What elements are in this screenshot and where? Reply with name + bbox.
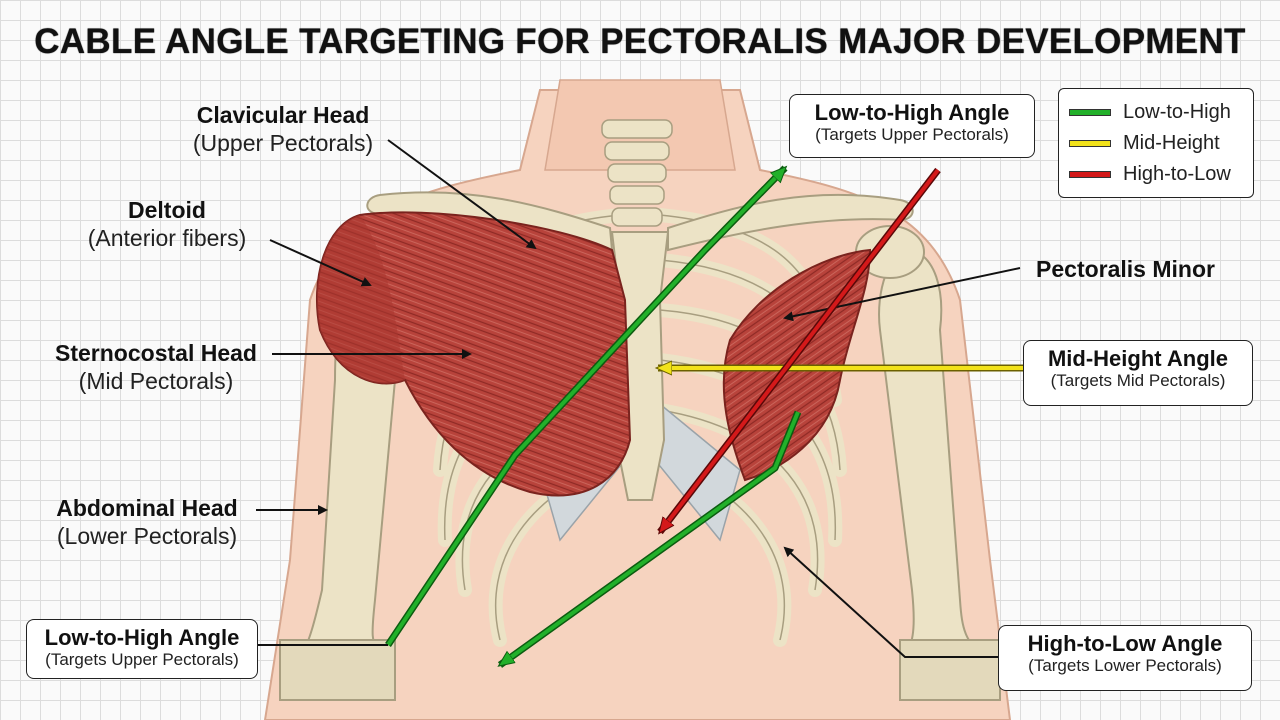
legend-swatch-red (1069, 171, 1111, 178)
legend: Low-to-High Mid-Height High-to-Low (1058, 88, 1254, 198)
legend-swatch-green (1069, 109, 1111, 116)
pointer-high-low (783, 546, 1000, 658)
label-deltoid: Deltoid (Anterior fibers) (62, 197, 272, 252)
box-low-to-high-top: Low-to-High Angle (Targets Upper Pectora… (789, 94, 1035, 158)
legend-label: Mid-Height (1123, 132, 1220, 154)
legend-item-high-to-low: High-to-Low (1069, 159, 1243, 190)
page-title: CABLE ANGLE TARGETING FOR PECTORALIS MAJ… (34, 22, 1246, 61)
label-pointers (256, 139, 1021, 658)
legend-swatch-yellow (1069, 140, 1111, 147)
box-sub: (Targets Lower Pectorals) (1028, 656, 1222, 676)
label-clavicular-head: Clavicular Head (Upper Pectorals) (178, 102, 388, 157)
label-abdominal-head: Abdominal Head (Lower Pectorals) (42, 495, 252, 550)
box-title: High-to-Low Angle (1027, 631, 1223, 656)
label-title: Deltoid (128, 197, 206, 223)
box-sub: (Targets Upper Pectorals) (45, 650, 239, 670)
elbow-left (279, 639, 396, 701)
label-title: Sternocostal Head (55, 340, 257, 366)
label-sub: (Mid Pectorals) (78, 367, 234, 394)
box-mid-height: Mid-Height Angle (Targets Mid Pectorals) (1023, 340, 1253, 406)
box-sub: (Targets Mid Pectorals) (1050, 371, 1226, 391)
cervical-spine (601, 119, 673, 227)
label-sub: (Upper Pectorals) (192, 129, 374, 156)
deltoid (316, 215, 405, 384)
label-sub: (Anterior fibers) (87, 224, 247, 251)
box-low-to-high-bottom: Low-to-High Angle (Targets Upper Pectora… (26, 619, 258, 679)
label-pectoralis-minor: Pectoralis Minor (1018, 256, 1233, 284)
clavicle-right (667, 193, 914, 252)
label-title: Pectoralis Minor (1036, 256, 1215, 282)
elbow-right (899, 639, 1001, 701)
pointer-clavicular (387, 139, 537, 250)
box-sub: (Targets Upper Pectorals) (815, 125, 1009, 145)
box-high-to-low: High-to-Low Angle (Targets Lower Pectora… (998, 625, 1252, 691)
legend-item-low-to-high: Low-to-High (1069, 97, 1243, 128)
box-title: Low-to-High Angle (44, 625, 240, 650)
box-title: Low-to-High Angle (814, 100, 1010, 125)
pointer-deltoid (269, 239, 372, 287)
legend-label: Low-to-High (1123, 101, 1231, 123)
label-title: Abdominal Head (56, 495, 238, 521)
pointer-pec-minor (783, 267, 1021, 322)
box-title: Mid-Height Angle (1047, 346, 1229, 371)
legend-label: High-to-Low (1123, 163, 1231, 185)
legend-item-mid-height: Mid-Height (1069, 128, 1243, 159)
label-sub: (Lower Pectorals) (56, 522, 238, 549)
label-sternocostal-head: Sternocostal Head (Mid Pectorals) (40, 340, 272, 395)
label-title: Clavicular Head (196, 102, 370, 128)
